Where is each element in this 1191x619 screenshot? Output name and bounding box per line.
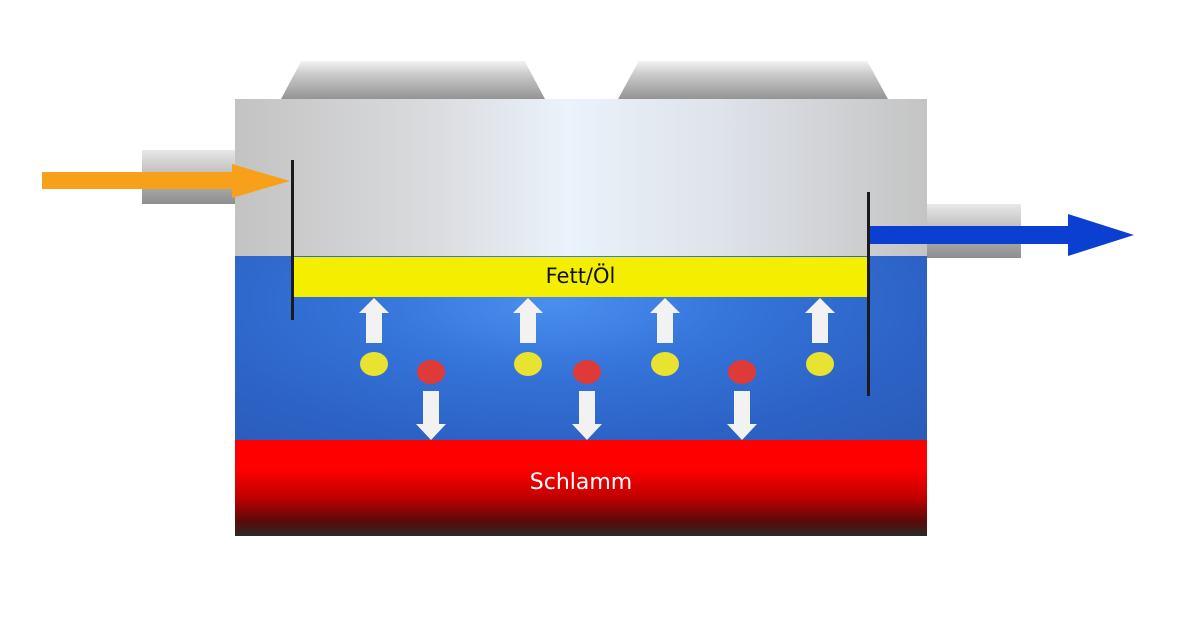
- tank-headspace: [235, 99, 927, 256]
- grease-layer: Fett/Öl: [293, 257, 868, 297]
- grease-particle: [360, 352, 388, 376]
- up-arrow-icon: [650, 298, 680, 343]
- solid-particle-group-1: [416, 360, 446, 440]
- grease-label: Fett/Öl: [545, 264, 616, 288]
- solid-particle: [573, 360, 601, 384]
- up-arrow-icon: [805, 298, 835, 343]
- tank-lid-left: [280, 61, 546, 101]
- grease-particle-group-4: [805, 298, 835, 376]
- grease-particle-group-3: [650, 298, 680, 376]
- sludge-layer: Schlamm: [235, 440, 927, 536]
- sludge-label: Schlamm: [529, 470, 633, 495]
- tank-lid-right: [617, 61, 889, 101]
- grease-particle-group-2: [513, 298, 543, 376]
- solid-particle-group-3: [727, 360, 757, 440]
- inflow-arrow-icon: [42, 164, 290, 198]
- outlet-baffle: [867, 192, 870, 396]
- down-arrow-icon: [572, 391, 602, 440]
- down-arrow-icon: [727, 391, 757, 440]
- inlet-baffle: [291, 160, 294, 320]
- grease-particle: [651, 352, 679, 376]
- outflow-arrow-icon: [870, 214, 1134, 256]
- grease-particle: [514, 352, 542, 376]
- grease-particle-group-1: [359, 298, 389, 376]
- up-arrow-icon: [513, 298, 543, 343]
- down-arrow-icon: [416, 391, 446, 440]
- grease-particle: [806, 352, 834, 376]
- solid-particle: [417, 360, 445, 384]
- solid-particle-group-2: [572, 360, 602, 440]
- up-arrow-icon: [359, 298, 389, 343]
- solid-particle: [728, 360, 756, 384]
